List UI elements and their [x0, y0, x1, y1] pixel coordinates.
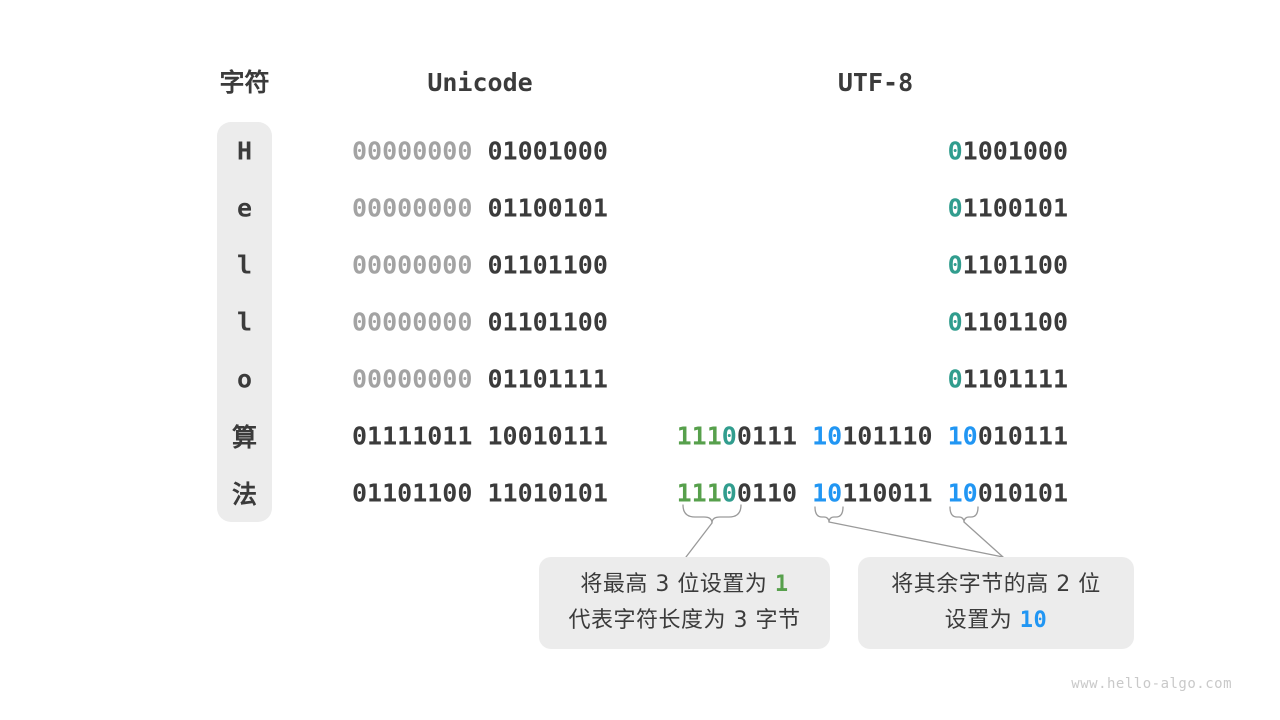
text-segment: 0: [947, 364, 963, 394]
utf8-bits: 11100111 10101110 10010111: [677, 422, 1068, 451]
character-cell: e: [236, 193, 253, 223]
callout-lead-byte-line1: 将最高 3 位设置为 1: [580, 567, 788, 603]
connector-line-mid: [828, 521, 1004, 558]
text-segment: 111: [676, 421, 722, 451]
text-segment: 01111011 10010111: [352, 421, 608, 451]
character-cell: l: [236, 250, 253, 280]
unicode-bits: 00000000 01101100: [352, 250, 608, 279]
utf8-bits: 01101111: [948, 365, 1068, 394]
callout-continuation-line2: 设置为 10: [945, 603, 1048, 639]
connector-line-right: [963, 521, 1004, 558]
character-cell: 算: [231, 423, 257, 453]
text-segment: 00000000: [352, 136, 473, 166]
text-segment: 10: [1019, 608, 1048, 633]
text-segment: 00000000: [352, 307, 473, 337]
connector-line-left: [685, 522, 713, 558]
unicode-bits: 00000000 01101100: [352, 307, 608, 336]
text-segment: 01101100: [472, 307, 608, 337]
text-segment: 将其余字节的高 2 位: [891, 572, 1101, 597]
text-segment: 10: [947, 478, 978, 508]
callout-lead-byte-line2: 代表字符长度为 3 字节: [569, 603, 801, 639]
callout-continuation-byte-rule: 将其余字节的高 2 位 设置为 10: [858, 557, 1134, 649]
column-header-utf8: UTF-8: [837, 68, 914, 97]
text-segment: 00000000: [352, 193, 473, 223]
text-segment: 01101100 11010101: [352, 478, 608, 508]
column-header-unicode: Unicode: [427, 68, 533, 97]
text-segment: 1: [774, 572, 789, 597]
text-segment: 01001000: [472, 136, 608, 166]
text-segment: 01101111: [472, 364, 608, 394]
text-segment: 0: [947, 307, 963, 337]
utf8-bits: 01001000: [948, 136, 1068, 165]
text-segment: 1101100: [962, 307, 1068, 337]
text-segment: 00000000: [352, 250, 473, 280]
unicode-bits: 00000000 01100101: [352, 193, 608, 222]
unicode-bits: 00000000 01001000: [352, 136, 608, 165]
unicode-bits: 01101100 11010101: [352, 479, 608, 508]
text-segment: 将最高 3 位设置为: [580, 572, 775, 597]
text-segment: 代表字符长度为 3 字节: [568, 608, 801, 633]
callout-continuation-line1: 将其余字节的高 2 位: [891, 567, 1100, 603]
text-segment: 0: [721, 478, 737, 508]
text-segment: 1101111: [962, 364, 1068, 394]
text-segment: 111: [676, 478, 722, 508]
character-cell: o: [236, 364, 253, 394]
utf8-bits: 11100110 10110011 10010101: [677, 479, 1068, 508]
text-segment: 1101100: [962, 250, 1068, 280]
text-segment: 00000000: [352, 364, 473, 394]
text-segment: 10: [947, 421, 978, 451]
utf8-bits: 01101100: [948, 307, 1068, 336]
watermark: www.hello-algo.com: [1071, 676, 1232, 692]
text-segment: 0: [947, 250, 963, 280]
text-segment: 1001000: [962, 136, 1068, 166]
text-segment: 1100101: [962, 193, 1068, 223]
text-segment: 0110: [736, 478, 813, 508]
text-segment: 01100101: [472, 193, 608, 223]
text-segment: 010101: [977, 478, 1068, 508]
text-segment: 10: [812, 421, 843, 451]
text-segment: 0111: [736, 421, 813, 451]
character-column-background: [217, 122, 272, 522]
utf8-bits: 01101100: [948, 250, 1068, 279]
callout-lead-byte-rule: 将最高 3 位设置为 1 代表字符长度为 3 字节: [539, 557, 830, 649]
column-header-char: 字符: [219, 68, 270, 97]
text-segment: 010111: [977, 421, 1068, 451]
text-segment: 设置为: [944, 608, 1020, 633]
unicode-bits: 01111011 10010111: [352, 422, 608, 451]
text-segment: 110011: [842, 478, 948, 508]
text-segment: 0: [721, 421, 737, 451]
character-cell: l: [236, 307, 253, 337]
text-segment: 10: [812, 478, 843, 508]
utf8-bits: 01100101: [948, 193, 1068, 222]
unicode-bits: 00000000 01101111: [352, 365, 608, 394]
character-cell: H: [236, 136, 253, 166]
text-segment: 101110: [842, 421, 948, 451]
text-segment: 0: [947, 193, 963, 223]
text-segment: 0: [947, 136, 963, 166]
character-cell: 法: [231, 480, 257, 510]
text-segment: 01101100: [472, 250, 608, 280]
